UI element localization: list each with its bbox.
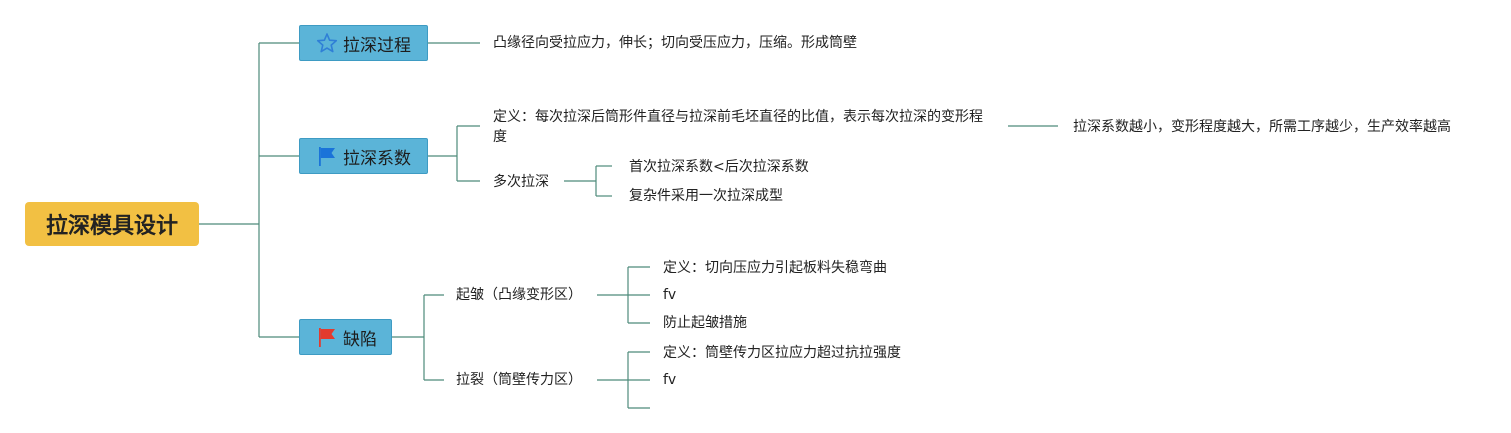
branch-label: 拉深过程 — [343, 35, 411, 56]
branch-defects[interactable]: 缺陷 — [299, 319, 392, 355]
wrinkling-node[interactable]: 起皱（凸缘变形区） — [456, 287, 582, 303]
definition-text[interactable]: 定义：每次拉深后筒形件直径与拉深前毛坯直径的比值，表示每次拉深的变形程度 — [493, 109, 983, 145]
list-item[interactable]: 首次拉深系数<后次拉深系数 — [629, 159, 809, 175]
blue-flag-icon — [316, 145, 338, 167]
cracking-node[interactable]: 拉裂（筒壁传力区） — [456, 372, 582, 388]
branch-label: 缺陷 — [343, 329, 377, 350]
list-item[interactable]: 复杂件采用一次拉深成型 — [629, 188, 783, 204]
branch-drawing-coefficient[interactable]: 拉深系数 — [299, 138, 428, 174]
list-item[interactable]: 定义：筒壁传力区拉应力超过抗拉强度 — [663, 345, 901, 361]
list-item[interactable]: 防止起皱措施 — [663, 315, 747, 331]
definition-note[interactable]: 拉深系数越小，变形程度越大，所需工序越少，生产效率越高 — [1073, 119, 1451, 135]
star-icon — [316, 32, 338, 54]
list-item[interactable]: 凸缘径向受拉应力，伸长；切向受压应力，压缩。形成筒壁 — [493, 35, 857, 51]
list-item[interactable]: fv — [663, 287, 677, 303]
list-item[interactable]: fv — [663, 372, 677, 388]
red-flag-icon — [316, 326, 338, 348]
root-topic[interactable]: 拉深模具设计 — [25, 202, 199, 246]
branch-drawing-process[interactable]: 拉深过程 — [299, 25, 428, 61]
multi-drawing-node[interactable]: 多次拉深 — [493, 174, 549, 190]
list-item[interactable]: 定义：切向压应力引起板料失稳弯曲 — [663, 260, 887, 276]
branch-label: 拉深系数 — [343, 148, 411, 169]
